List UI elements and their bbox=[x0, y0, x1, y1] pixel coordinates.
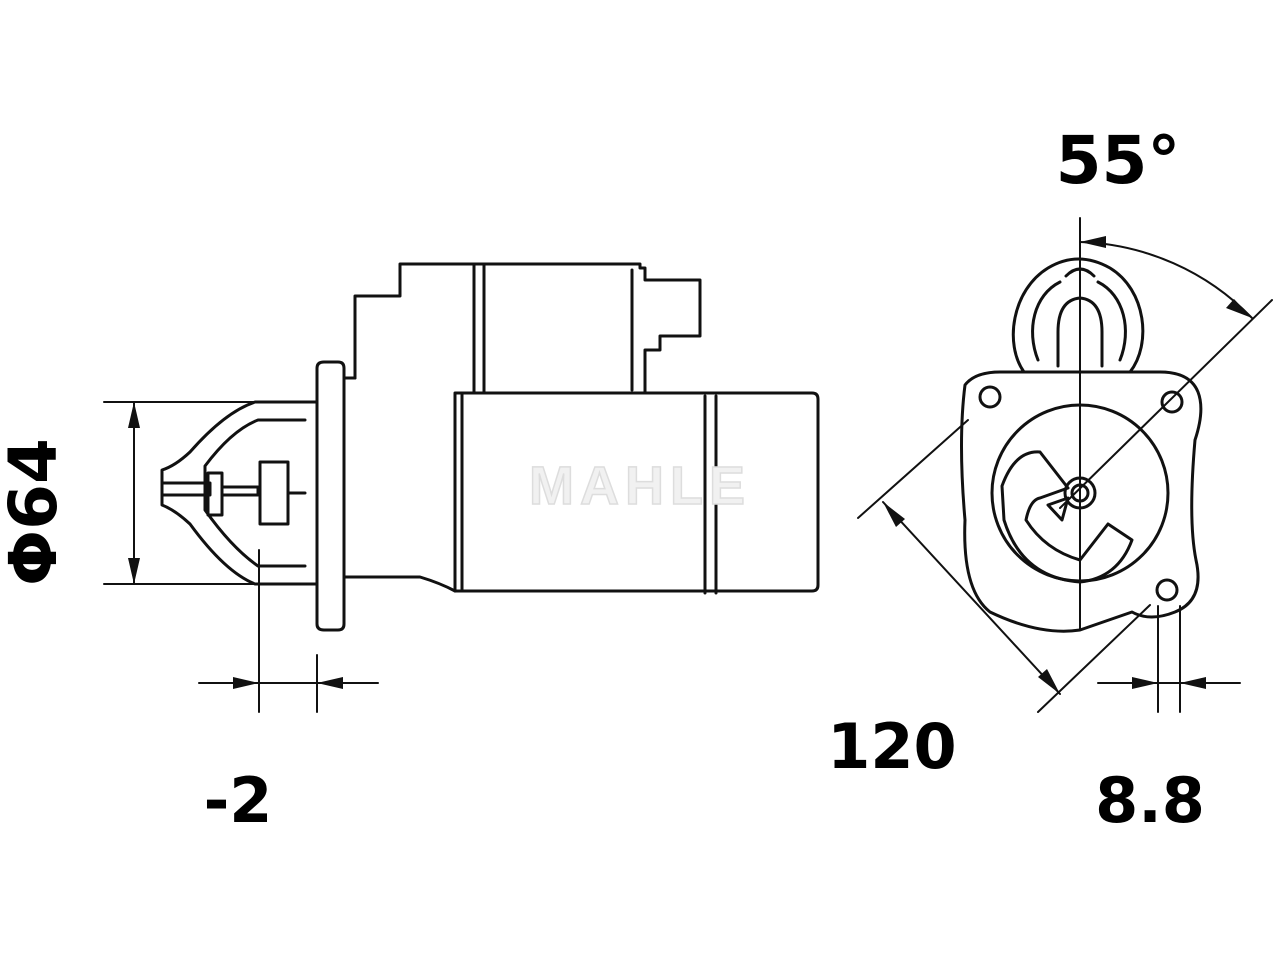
mount-dimension bbox=[857, 419, 1151, 713]
diameter-dimension bbox=[103, 401, 301, 585]
offset-label: -2 bbox=[204, 764, 273, 837]
front-flange bbox=[960, 370, 1203, 633]
side-view: MAHLE bbox=[103, 262, 820, 713]
terminal-loop bbox=[1011, 257, 1145, 374]
mahle-watermark: MAHLE bbox=[529, 456, 751, 516]
center-lines bbox=[1059, 217, 1273, 631]
bolt-dimension bbox=[1097, 605, 1241, 713]
solenoid bbox=[342, 262, 702, 395]
offset-dimension bbox=[198, 549, 379, 713]
pinion-nose bbox=[160, 400, 307, 586]
mounting-flange bbox=[303, 360, 457, 632]
motor-body bbox=[453, 391, 820, 595]
mount-label: 120 bbox=[827, 710, 956, 783]
bolt-label: 8.8 bbox=[1095, 764, 1205, 837]
diameter-label: Φ64 bbox=[0, 438, 72, 586]
front-view bbox=[857, 217, 1273, 713]
angle-label: 55° bbox=[1056, 122, 1181, 199]
angle-dimension bbox=[1079, 236, 1253, 319]
